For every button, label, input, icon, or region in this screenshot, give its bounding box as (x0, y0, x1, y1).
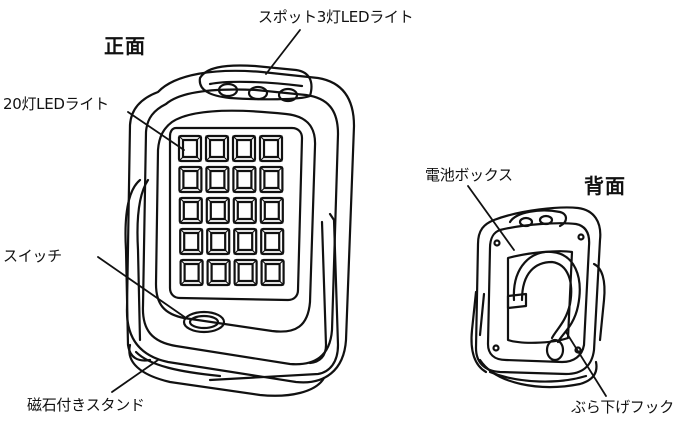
battery-box (506, 250, 574, 344)
led-grid (177, 134, 285, 287)
led-lens (237, 231, 254, 252)
led-cell (206, 227, 231, 256)
led-lens (181, 138, 199, 159)
back-body (474, 206, 602, 376)
leader-spot-light (265, 29, 301, 75)
led-cell (205, 196, 230, 225)
led-lens (264, 231, 281, 252)
led-bevel (232, 166, 256, 193)
led-lens (236, 200, 253, 221)
label-spot-light: スポット3灯LEDライト (258, 8, 414, 26)
led-cell (233, 258, 258, 287)
label-magnet-stand: 磁石付きスタンド (27, 396, 145, 414)
led-lens (182, 169, 199, 190)
led-bevel (260, 228, 284, 255)
led-bevel (232, 135, 256, 162)
led-bevel (205, 135, 229, 162)
front-body (125, 69, 356, 384)
led-cell (233, 227, 258, 256)
label-switch: スイッチ (3, 247, 62, 265)
led-lens (208, 138, 226, 159)
led-lens (183, 231, 200, 252)
led-bevel (261, 259, 285, 286)
leader-led20 (127, 111, 185, 151)
hanging-hook (506, 250, 581, 362)
led-bevel (205, 166, 229, 193)
led-cell (232, 165, 257, 194)
led-cell (205, 165, 230, 194)
led-lens (235, 138, 253, 159)
led-cell (258, 134, 284, 163)
led-bevel (179, 197, 203, 224)
led-cell (206, 258, 231, 287)
front-light-illustration (124, 64, 356, 397)
led-lens (263, 200, 280, 221)
led-cell (260, 258, 285, 287)
led-cell (231, 134, 257, 163)
led-cell (259, 165, 284, 194)
switch-button (182, 310, 226, 334)
led-bevel (178, 135, 202, 162)
led-lens (182, 200, 199, 221)
led-cell (260, 227, 285, 256)
led-lens (209, 169, 226, 190)
led-lens (263, 169, 280, 190)
led-bevel (259, 166, 283, 193)
leader-lines (97, 29, 607, 397)
led-bevel (206, 228, 230, 255)
led-lens (210, 231, 227, 252)
led-lens (210, 262, 227, 283)
led-lens (209, 200, 226, 221)
led-cell (178, 196, 203, 225)
back-stand (470, 262, 606, 389)
led-cell (232, 196, 257, 225)
led-bevel (207, 259, 231, 286)
led-lens (183, 262, 200, 283)
led-bevel (179, 228, 203, 255)
led-cell (177, 134, 203, 163)
leader-hanging-hook (565, 331, 607, 397)
led-cell (178, 165, 203, 194)
front-title: 正面 (104, 34, 146, 58)
label-led20-light: 20灯LEDライト (3, 95, 109, 113)
led-bevel (259, 135, 283, 162)
back-title: 背面 (584, 174, 626, 198)
spot-light-housing (198, 64, 313, 103)
leader-battery-box (467, 185, 515, 251)
leader-switch (97, 256, 187, 319)
led-bevel (206, 197, 230, 224)
label-battery-box: 電池ボックス (425, 166, 513, 184)
led-bevel (180, 259, 204, 286)
led-bevel (233, 228, 257, 255)
led-cell (204, 134, 230, 163)
led-lens (237, 262, 254, 283)
led-cell (259, 196, 284, 225)
led-cell (179, 227, 204, 256)
led-lens (262, 138, 280, 159)
leader-magnet-stand (111, 359, 159, 393)
led-bevel (234, 259, 258, 286)
led-cell (179, 258, 204, 287)
led-panel-frame (168, 126, 304, 302)
led-bevel (260, 197, 284, 224)
led-bevel (233, 197, 257, 224)
label-hanging-hook: ぶら下げフック (571, 398, 674, 416)
led-lens (264, 262, 281, 283)
led-bevel (178, 166, 202, 193)
led-lens (236, 169, 253, 190)
